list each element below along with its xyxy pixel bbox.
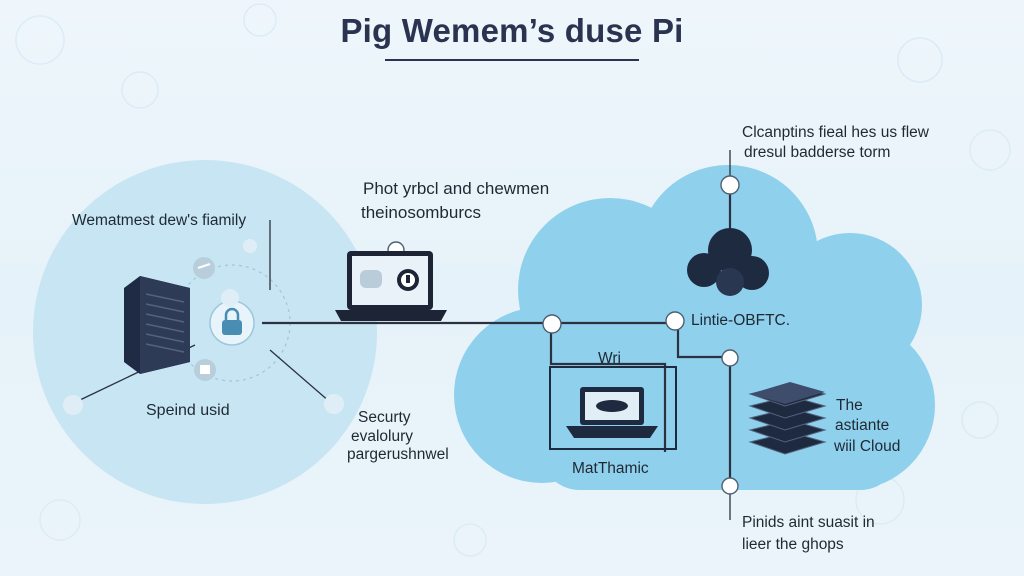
security-label-2: evalolury: [351, 428, 414, 445]
laptop-icon: [335, 251, 447, 321]
title-underline: [385, 59, 639, 61]
server-icon: [124, 276, 190, 374]
wifi-label: Wri: [598, 350, 621, 367]
storage-label-2: astiante: [835, 417, 890, 434]
cloud-cluster-icon: [687, 228, 769, 296]
cloud-node-label: Lintie-OBFTC.: [691, 312, 791, 329]
bottom-label-2: lieer the ghops: [742, 536, 844, 553]
lock-icon: [209, 300, 255, 346]
photo-label-1: Phot yrbcl and chewmen: [363, 179, 550, 198]
wifi-laptop-icon: [549, 366, 677, 450]
security-label-1: Securty: [358, 409, 411, 426]
cloud-top-label-1: Clcanptins fieal hes us flew: [742, 124, 929, 141]
bottom-label-1: Pinids aint suasit in: [742, 514, 875, 531]
cloud-top-label-2: dresul badderse torm: [744, 144, 891, 161]
local-network-circle: [33, 160, 377, 504]
storage-label-1: The: [836, 397, 863, 414]
storage-label-3: wiil Cloud: [834, 438, 901, 455]
security-label-3: pargerushnwel: [347, 446, 449, 463]
satellite-icons: [63, 239, 344, 415]
photo-label-2: theinosomburcs: [361, 203, 482, 222]
background-decor: [15, 3, 1011, 557]
server-label: Speind usid: [146, 402, 230, 419]
page-title: Pig Wemem’s duse Pi: [340, 12, 684, 49]
storage-stack-icon: [748, 382, 827, 455]
laptop2-label: MatThamic: [572, 460, 649, 477]
family-label: Wematmest dew's fiamily: [72, 212, 247, 229]
